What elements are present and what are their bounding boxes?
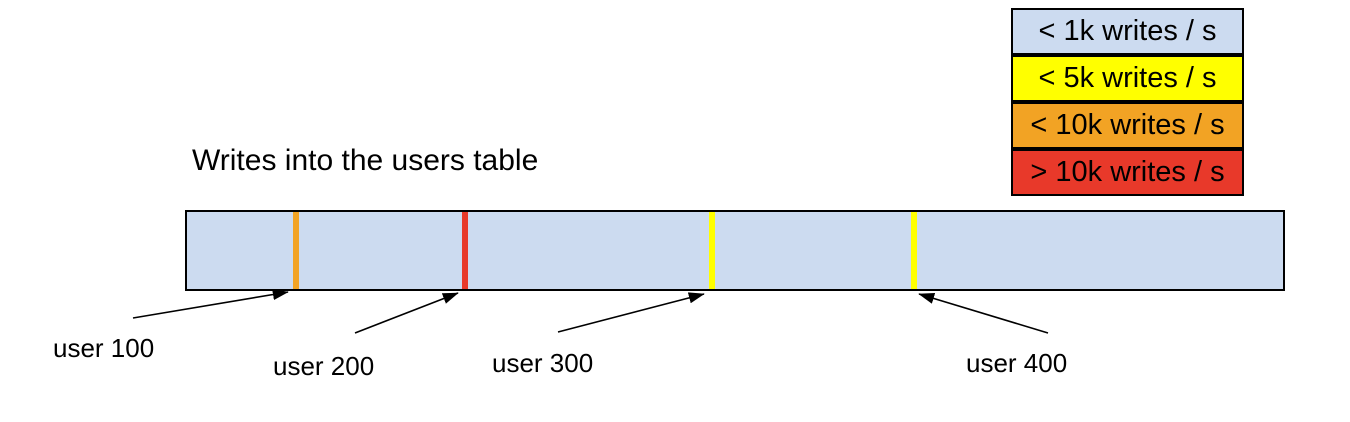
callout-arrow-user-300 bbox=[557, 292, 705, 333]
write-hotspot-stripe bbox=[292, 212, 299, 289]
users-table-bar bbox=[185, 210, 1285, 291]
diagram-title: Writes into the users table bbox=[192, 144, 539, 177]
legend-item-label: < 1k writes / s bbox=[1038, 15, 1217, 47]
callout-arrow-user-400 bbox=[918, 293, 1049, 334]
legend-item: < 1k writes / s bbox=[1011, 8, 1244, 55]
legend-item: < 5k writes / s bbox=[1011, 55, 1244, 102]
legend-item: < 10k writes / s bbox=[1011, 102, 1244, 149]
callout-label-user-100: user 100 bbox=[53, 333, 155, 363]
callout-label-user-300: user 300 bbox=[492, 348, 594, 378]
legend-item-label: > 10k writes / s bbox=[1030, 156, 1225, 188]
write-hotspot-stripe bbox=[462, 212, 469, 289]
callout-arrow-user-200 bbox=[354, 292, 459, 334]
legend-item-label: < 5k writes / s bbox=[1038, 62, 1217, 94]
callout-label-user-200: user 200 bbox=[273, 351, 375, 381]
legend-item-label: < 10k writes / s bbox=[1030, 109, 1225, 141]
callout-arrow-user-100 bbox=[132, 288, 289, 319]
callout-label-user-400: user 400 bbox=[966, 348, 1068, 378]
legend-item: > 10k writes / s bbox=[1011, 149, 1244, 196]
write-hotspot-stripe bbox=[708, 212, 715, 289]
legend: < 1k writes / s < 5k writes / s < 10k writ… bbox=[1011, 8, 1244, 196]
write-hotspot-stripe bbox=[910, 212, 917, 289]
